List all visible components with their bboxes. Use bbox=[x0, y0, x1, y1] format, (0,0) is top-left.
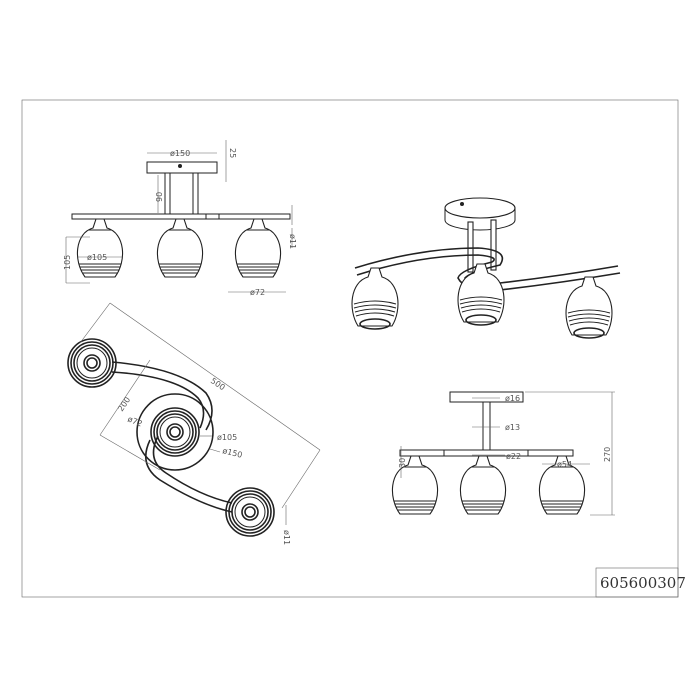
dim-overall-length: 500 bbox=[209, 376, 227, 392]
front-view: ø16 ø13 ø22 ø54 30 270 bbox=[391, 391, 615, 516]
drawing-frame bbox=[21, 99, 679, 598]
side-view: ø150 25 90 105 ø105 ø72 ø11 bbox=[63, 140, 297, 297]
dim-top-bar-thickness: ø11 bbox=[282, 530, 291, 545]
dim-stem-diameter: ø13 bbox=[505, 423, 520, 432]
dim-globe-height: 105 bbox=[63, 255, 72, 270]
dim-canopy-diameter: ø150 bbox=[170, 149, 190, 158]
dim-globe-diameter: ø105 bbox=[87, 253, 107, 262]
dim-bar-thickness: ø11 bbox=[288, 234, 297, 249]
dim-globe-opening: ø72 bbox=[250, 288, 265, 297]
dim-canopy-hole: ø16 bbox=[505, 394, 520, 403]
dim-socket-height: 30 bbox=[398, 458, 407, 468]
dim-overall-height: 270 bbox=[603, 447, 612, 462]
top-view: 500 200 ø72 ø105 ø150 ø11 bbox=[67, 302, 321, 545]
dim-top-canopy-diameter: ø150 bbox=[222, 446, 244, 460]
dim-arm-width: 200 bbox=[116, 395, 132, 413]
dim-top-globe-diameter: ø105 bbox=[217, 433, 237, 442]
dim-joint-diameter: ø22 bbox=[506, 452, 521, 461]
product-number: 605600307 bbox=[600, 574, 686, 592]
dim-canopy-height: 25 bbox=[228, 148, 237, 158]
dim-stem-height: 90 bbox=[155, 192, 164, 202]
dim-socket-diameter: ø54 bbox=[557, 460, 572, 469]
perspective-view bbox=[351, 197, 621, 339]
